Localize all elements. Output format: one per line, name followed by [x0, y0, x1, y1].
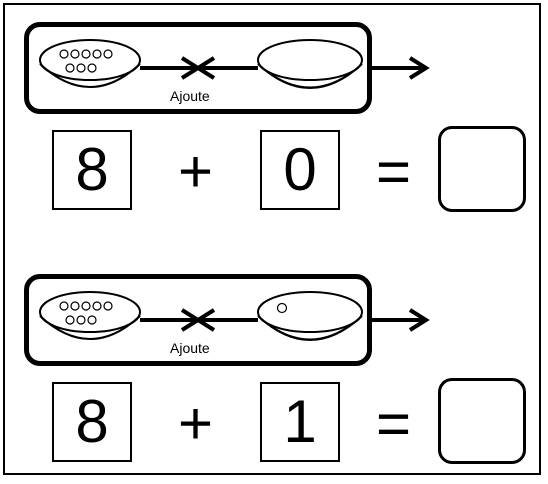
worksheet-frame: [3, 3, 541, 475]
item-icon: [276, 302, 288, 314]
arrows-icon: [140, 308, 430, 332]
operator-label: Ajoute: [170, 340, 210, 356]
plus-sign: +: [178, 390, 214, 457]
item-group-icon: [59, 301, 113, 325]
equals-sign: =: [376, 390, 412, 457]
answer-box[interactable]: [438, 378, 526, 464]
item-group-icon: [59, 49, 113, 73]
addend-b-box: 1: [260, 382, 340, 462]
bowl-scene: Ajoute: [0, 252, 548, 372]
addend-b-box: 0: [260, 130, 340, 210]
bowl-right-icon: [257, 39, 363, 89]
addend-b-value: 1: [283, 388, 317, 455]
addition-problem: Ajoute 8 + 1 =: [0, 252, 548, 472]
bowls-and-arrows-graphic: [39, 291, 430, 341]
addend-a-box: 8: [52, 382, 132, 462]
addend-b-value: 0: [283, 136, 317, 203]
addend-a-value: 8: [75, 136, 109, 203]
plus-sign: +: [178, 138, 214, 205]
answer-box[interactable]: [438, 126, 526, 212]
bowl-left-icon: [39, 291, 141, 340]
bowl-right-icon: [257, 291, 363, 341]
arrows-icon: [140, 56, 430, 80]
operator-label: Ajoute: [170, 88, 210, 104]
addend-a-box: 8: [52, 130, 132, 210]
bowls-and-arrows-graphic: [39, 39, 430, 89]
addend-a-value: 8: [75, 388, 109, 455]
equals-sign: =: [376, 138, 412, 205]
bowl-scene: Ajoute: [0, 0, 548, 120]
addition-problem: Ajoute 8 + 0 =: [0, 0, 548, 220]
bowl-left-icon: [39, 39, 141, 88]
